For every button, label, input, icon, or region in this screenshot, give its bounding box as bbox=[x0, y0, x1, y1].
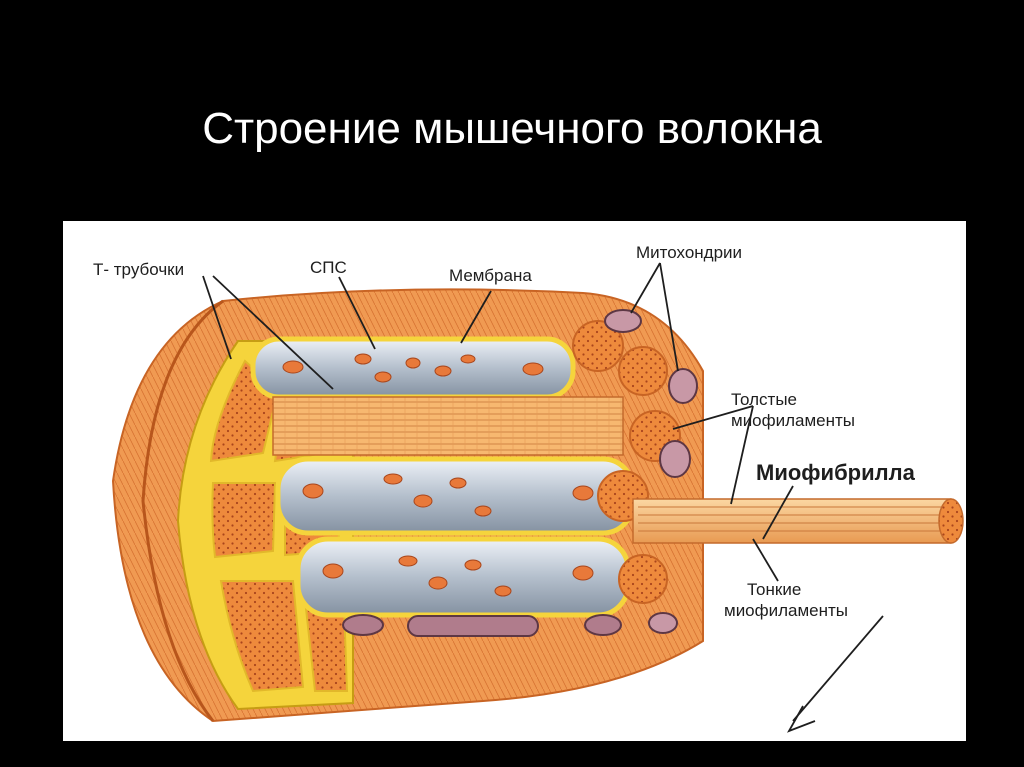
label-thin-2: миофиламенты bbox=[724, 601, 849, 620]
label-membrane: Мембрана bbox=[449, 266, 532, 285]
leader-lines bbox=[202, 262, 884, 733]
label-sps: СПС bbox=[310, 258, 347, 277]
label-thick-2: миофиламенты bbox=[731, 411, 856, 430]
label-thin-1: Тонкие bbox=[747, 580, 802, 599]
label-thick-1: Толстые bbox=[731, 390, 798, 409]
slide-title: Строение мышечного волокна bbox=[202, 104, 822, 153]
muscle-fiber-illustration bbox=[111, 262, 964, 733]
label-myofibril: Миофибрилла bbox=[756, 460, 915, 485]
myofibril-rows bbox=[250, 336, 636, 637]
label-mitochondria: Митохондрии bbox=[636, 243, 743, 262]
extracted-myofibril bbox=[632, 498, 964, 544]
label-t-tubules: Т- трубочки bbox=[93, 260, 185, 279]
muscle-fiber-diagram: Т- трубочки СПС Мембрана Митохондрии Тол… bbox=[63, 221, 966, 741]
fibril-ends bbox=[572, 309, 698, 634]
